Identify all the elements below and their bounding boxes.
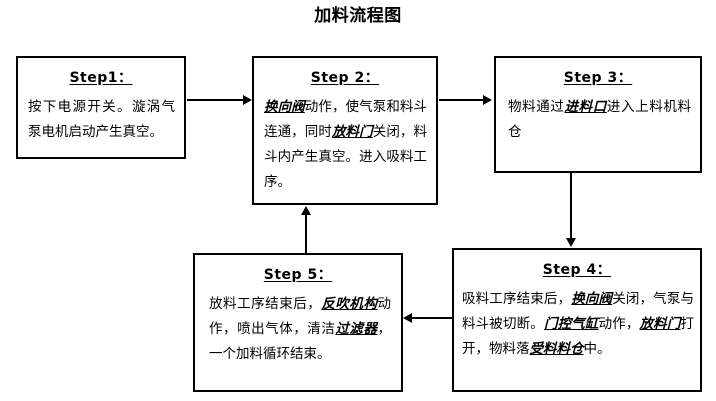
flow-node-step5-body: 放料工序结束后，反吹机构动作，喷出气体，清洁过滤器，一个加料循环结束。: [209, 296, 392, 362]
edge-step2-to-step3-line: [439, 99, 485, 101]
edge-step1-to-step2-arrowhead-icon: [243, 95, 252, 105]
flow-node-step3-header: Step 3：: [563, 70, 633, 86]
edge-step3-to-step4-line: [570, 173, 572, 239]
flow-node-step5: Step 5： 放料工序结束后，反吹机构动作，喷出气体，清洁过滤器，一个加料循环…: [193, 253, 403, 392]
edge-step3-to-step4-arrowhead-icon: [566, 238, 576, 247]
flow-node-step4-body: 吸料工序结束后，换向阀关闭，气泵与料斗被切断。门控气缸动作，放料门打开，物料落受…: [462, 291, 694, 357]
edge-step2-to-step3-arrowhead-icon: [483, 95, 492, 105]
edge-step4-to-step5-line: [412, 317, 454, 319]
edge-step1-to-step2-line: [187, 99, 245, 101]
flow-node-step5-header: Step 5：: [263, 267, 333, 283]
flow-node-step3: Step 3： 物料通过进料口进入上料机料仓: [494, 56, 702, 173]
edge-step4-to-step5-arrowhead-icon: [403, 313, 412, 323]
flow-node-step1-header: Step1：: [69, 70, 133, 86]
flow-node-step2-header: Step 2：: [310, 70, 380, 86]
flow-node-step4-header: Step 4：: [542, 262, 612, 278]
page-title: 加料流程图: [314, 6, 402, 26]
flow-node-step3-body: 物料通过进料口进入上料机料仓: [508, 99, 691, 140]
flow-node-step2-body: 换向阀动作，使气泵和料斗连通，同时放料门关闭，料斗内产生真空。进入吸料工序。: [264, 99, 428, 190]
flow-node-step2: Step 2： 换向阀动作，使气泵和料斗连通，同时放料门关闭，料斗内产生真空。进…: [252, 56, 438, 205]
edge-step5-to-step2-line: [305, 215, 307, 254]
flow-node-step4: Step 4： 吸料工序结束后，换向阀关闭，气泵与料斗被切断。门控气缸动作，放料…: [452, 248, 702, 392]
flow-node-step1: Step1： 按下电源开关。漩涡气泵电机启动产生真空。: [16, 56, 186, 159]
edge-step5-to-step2-arrowhead-icon: [301, 206, 311, 215]
flow-node-step1-body: 按下电源开关。漩涡气泵电机启动产生真空。: [28, 99, 175, 140]
